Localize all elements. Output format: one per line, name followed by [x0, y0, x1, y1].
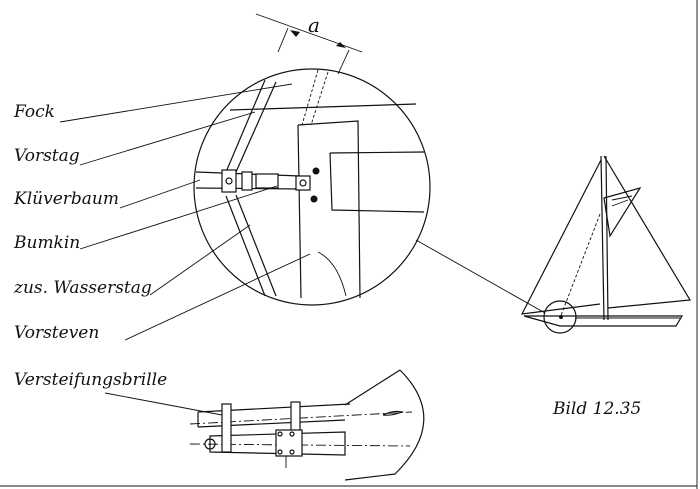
label-vorstag: Vorstag [14, 146, 80, 166]
sailboat-sketch [520, 155, 692, 334]
label-wasserstag: zus. Wasserstag [13, 278, 152, 298]
label-bumkin: Bumkin [13, 233, 80, 253]
dimension-a-label: a [308, 13, 320, 37]
dimension-a: a [255, 13, 363, 75]
label-fock: Fock [13, 102, 55, 122]
figure-caption: Bild 12.35 [552, 399, 641, 419]
leader-lines [59, 83, 546, 416]
label-versteifungsbrille: Versteifungsbrille [14, 370, 167, 390]
label-kluverbaum: Klüverbaum [13, 189, 119, 209]
label-vorsteven: Vorsteven [14, 323, 99, 343]
bumkin-bottom-detail [189, 369, 425, 481]
detail-circle [193, 68, 431, 306]
